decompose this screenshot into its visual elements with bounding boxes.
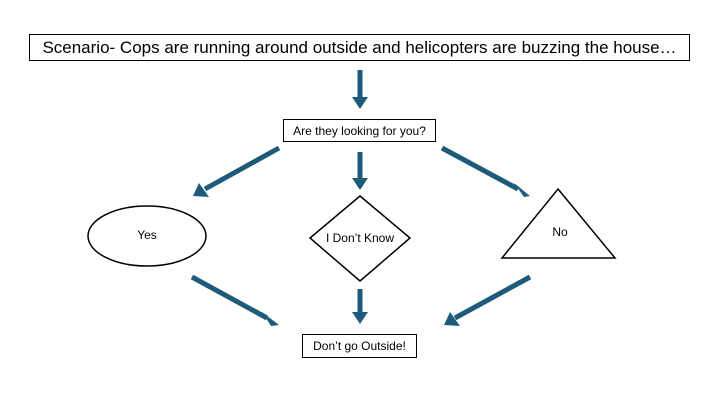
unknown-label: I Don’t Know bbox=[325, 231, 395, 245]
arrow-head-question-to-unknown bbox=[352, 178, 368, 190]
result-box: Don’t go Outside! bbox=[302, 334, 417, 358]
arrow-no-to-result bbox=[453, 274, 532, 321]
result-text: Don’t go Outside! bbox=[313, 339, 406, 353]
scenario-box: Scenario- Cops are running around outsid… bbox=[29, 34, 690, 61]
question-text: Are they looking for you? bbox=[293, 123, 426, 138]
yes-label: Yes bbox=[137, 228, 157, 242]
scenario-text: Scenario- Cops are running around outsid… bbox=[42, 37, 677, 57]
arrow-head-unknown-to-result bbox=[352, 312, 368, 324]
question-box: Are they looking for you? bbox=[283, 119, 436, 142]
arrow-head-scenario-to-question bbox=[352, 97, 368, 109]
arrow-head-question-to-yes bbox=[193, 183, 209, 197]
arrow-head-no-to-result bbox=[444, 312, 460, 326]
arrow-question-to-yes bbox=[203, 145, 281, 192]
arrow-yes-to-result bbox=[190, 274, 269, 321]
no-triangle bbox=[500, 187, 617, 259]
no-label: No bbox=[552, 225, 568, 239]
arrow-question-to-no bbox=[440, 145, 520, 192]
unknown-diamond bbox=[308, 195, 412, 282]
arrow-head-question-to-no bbox=[514, 183, 530, 197]
yes-ellipse bbox=[87, 205, 207, 267]
arrow-head-yes-to-result bbox=[262, 312, 279, 326]
